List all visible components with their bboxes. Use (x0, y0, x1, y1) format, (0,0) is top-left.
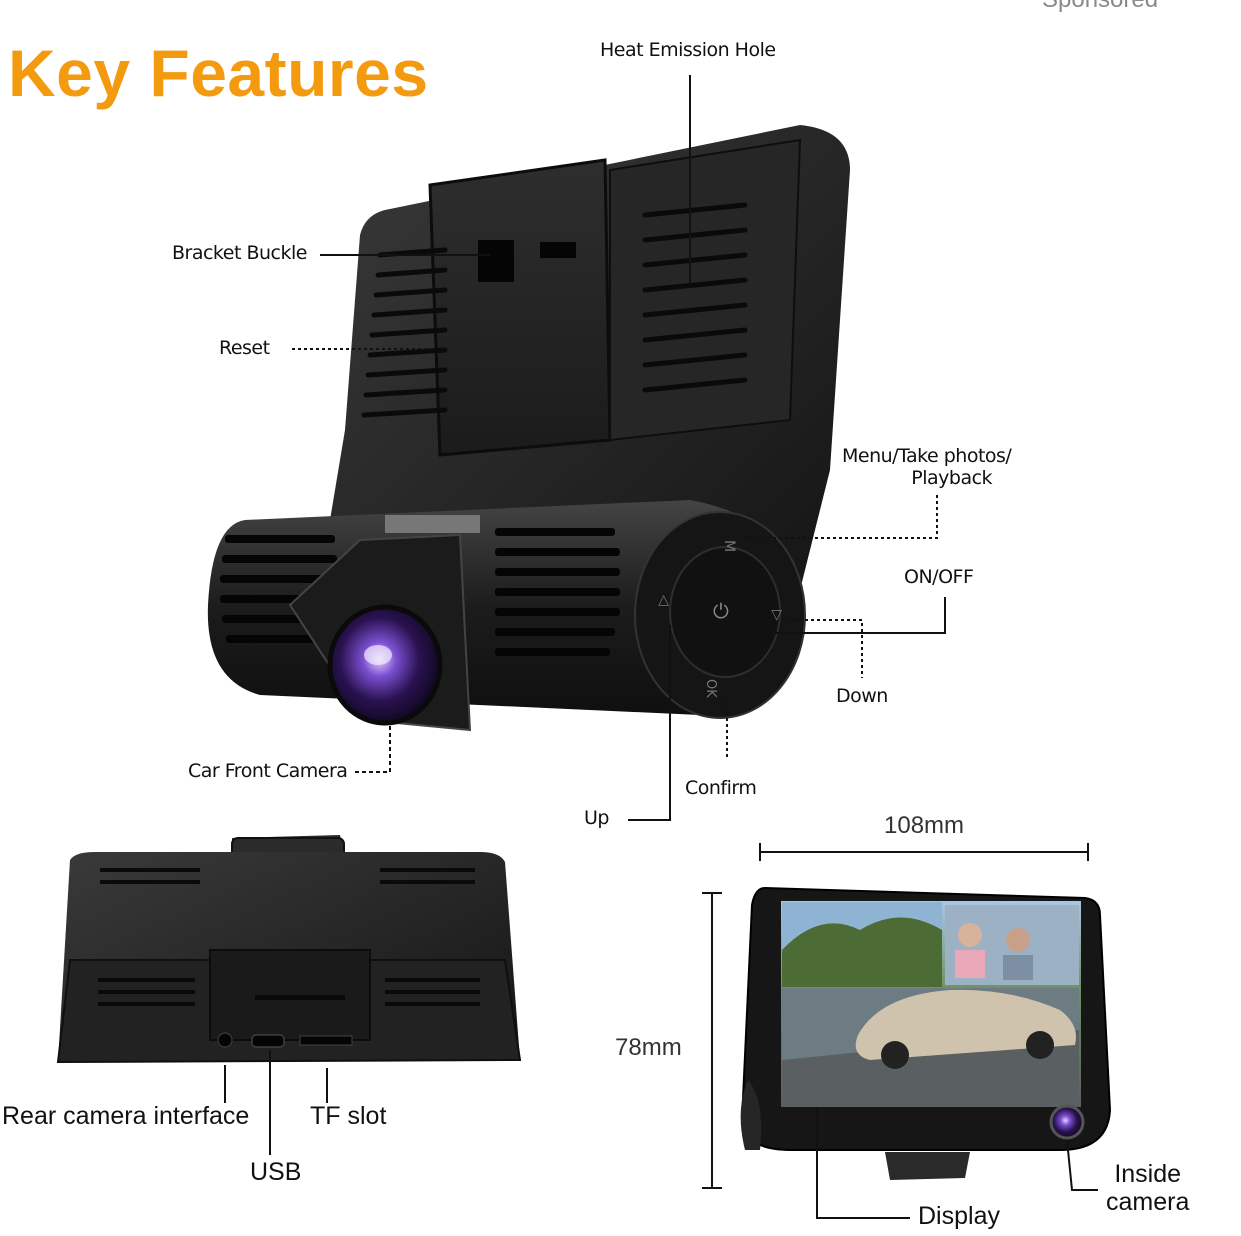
up-button-glyph[interactable]: ◁ (656, 595, 672, 606)
label-menu-line2: Playback (911, 466, 993, 489)
usb-port (251, 1034, 285, 1048)
label-menu-line1: Menu/Take photos/ (842, 445, 1012, 467)
page-title: Key Features (8, 36, 429, 110)
label-usb: USB (250, 1158, 302, 1186)
vent-slots-right (642, 202, 748, 393)
menu-button-glyph[interactable]: M (721, 540, 737, 552)
main-dashcam (207, 125, 850, 732)
ok-button-glyph[interactable]: OK (703, 679, 718, 698)
car-image (855, 989, 1076, 1060)
power-button-glyph[interactable]: ⏻ (713, 599, 729, 623)
label-inside-camera-line1: Inside (1114, 1160, 1182, 1188)
label-car-front-camera: Car Front Camera (188, 760, 348, 782)
bracket-buckle (478, 240, 514, 282)
label-bracket-buckle: Bracket Buckle (172, 242, 307, 264)
inside-camera-lens (1049, 1104, 1085, 1140)
callout-lines (224, 75, 1098, 1219)
dimension-width: 108mm (884, 812, 965, 839)
label-up: Up (584, 807, 609, 829)
dashcam-rear-view (56, 835, 522, 1064)
label-down: Down (836, 685, 888, 707)
tf-slot (299, 1035, 353, 1046)
label-inside-camera: Inside camera (1106, 1160, 1189, 1216)
label-rear-camera-interface: Rear camera interface (2, 1102, 250, 1130)
label-confirm: Confirm (685, 777, 757, 799)
label-reset: Reset (219, 337, 270, 359)
control-dial (669, 546, 781, 678)
label-display: Display (918, 1202, 1000, 1230)
label-menu-take-photos-playback: Menu/Take photos/ Playback (842, 445, 1012, 490)
bracket-plate (428, 158, 612, 457)
front-lens (327, 604, 443, 726)
label-tf-slot: TF slot (310, 1102, 387, 1130)
sponsored-text: Sponsored (1042, 0, 1158, 14)
dimension-height: 78mm (615, 1034, 682, 1061)
label-on-off: ON/OFF (904, 566, 974, 588)
label-inside-camera-line2: camera (1106, 1188, 1190, 1216)
down-button-glyph[interactable]: ▷ (769, 610, 785, 621)
dashcam-front-view (740, 886, 1112, 1180)
rear-camera-port (217, 1032, 233, 1048)
label-heat-emission-hole: Heat Emission Hole (600, 39, 776, 61)
